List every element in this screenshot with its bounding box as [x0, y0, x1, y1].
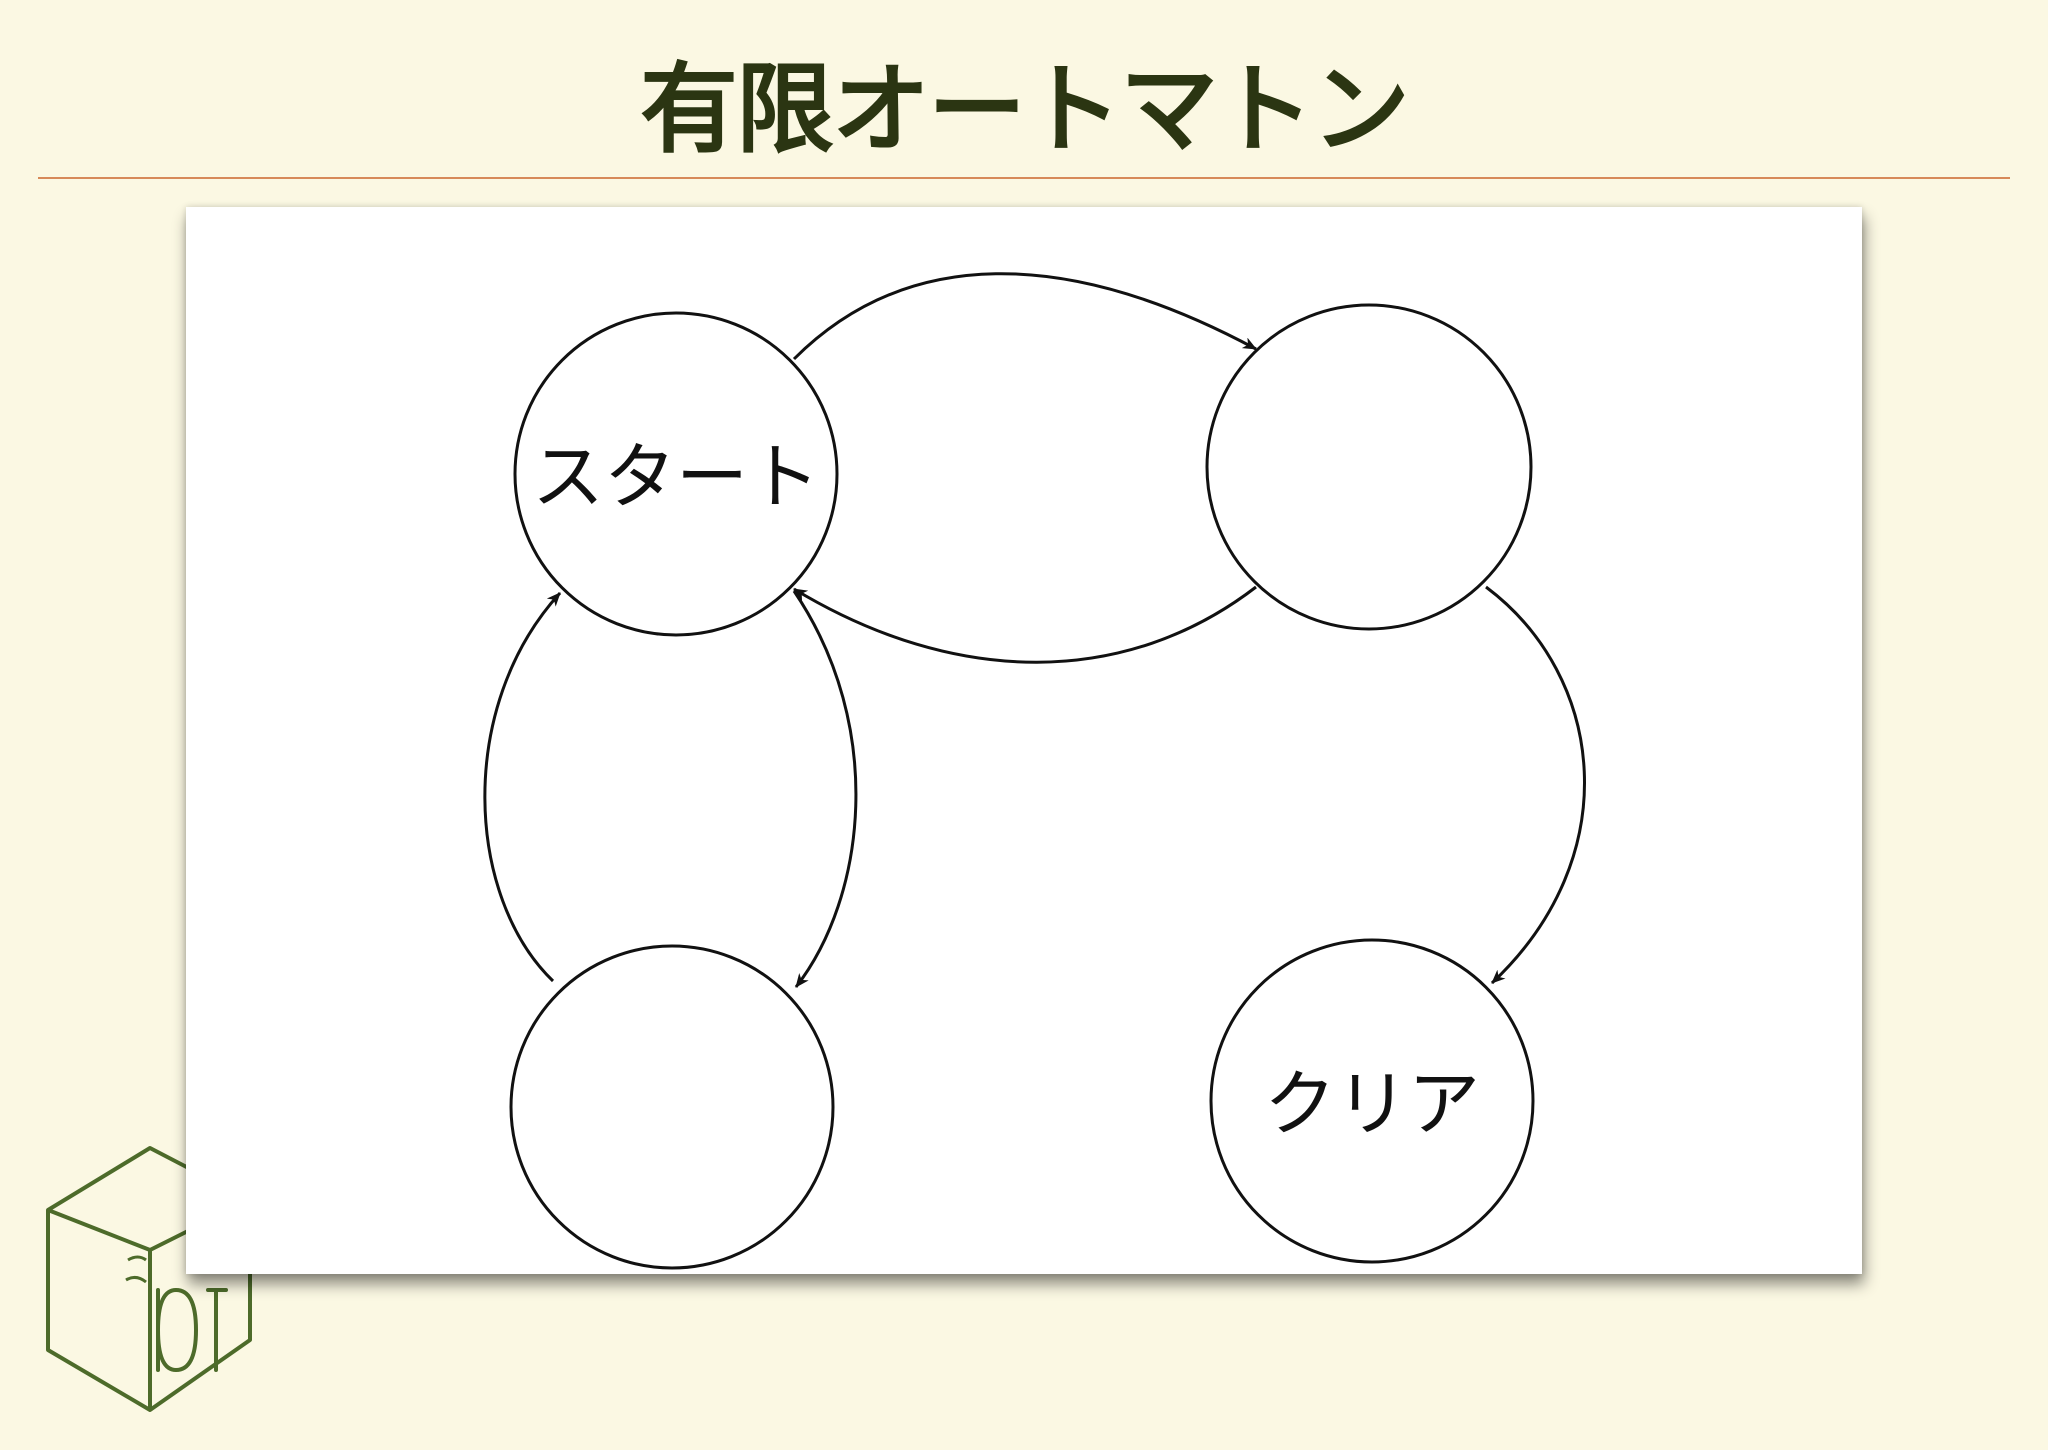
transition-bottom-left-to-start [483, 591, 562, 983]
transition-top-right-to-clear [1485, 585, 1586, 985]
slide-title: 有限オートマトン [639, 53, 1410, 167]
state-bottom-left [509, 944, 835, 1270]
automaton-diagram: スタート クリア [186, 207, 1862, 1274]
title-divider [38, 177, 2010, 179]
transition-start-to-bottom-left [792, 590, 858, 988]
transition-start-to-top-right [792, 272, 1257, 361]
state-clear-label: クリア [1264, 1062, 1480, 1146]
automaton-diagram-canvas: スタート クリア [483, 272, 1586, 1270]
state-clear: クリア [1209, 938, 1535, 1264]
state-top-right [1205, 303, 1533, 631]
state-start-label: スタート [532, 435, 820, 519]
state-start: スタート [513, 311, 839, 637]
transition-top-right-to-start [793, 585, 1257, 664]
